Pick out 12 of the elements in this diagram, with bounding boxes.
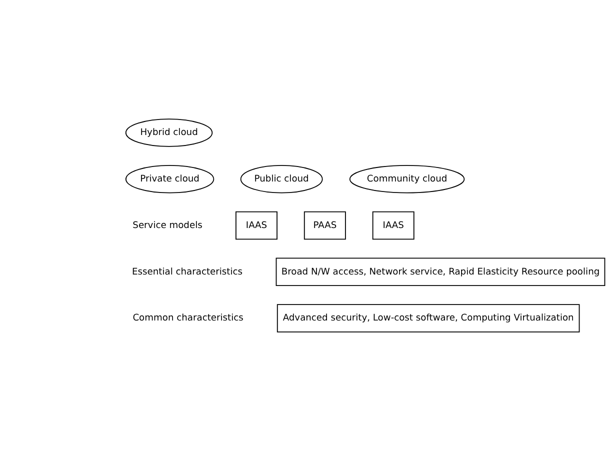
label: Common characteristics (132, 313, 244, 324)
node-ellipse: Hybrid cloud (125, 118, 213, 146)
label: Service models (132, 220, 202, 230)
node-box: Broad N/W access, Network service, Rapid Elasticity Resource pooling (276, 257, 606, 286)
node-ellipse: Private cloud (125, 164, 214, 193)
node-ellipse: Public cloud (240, 164, 323, 193)
label: Essential characteristics (132, 266, 243, 277)
node-box: IAAS (236, 210, 278, 240)
node-box: IAAS (372, 210, 414, 240)
node-box: Advanced security, Low-cost software, Computing Virtualization (276, 304, 580, 332)
node-box: PAAS (304, 210, 346, 240)
node-ellipse: Community cloud (349, 164, 465, 193)
